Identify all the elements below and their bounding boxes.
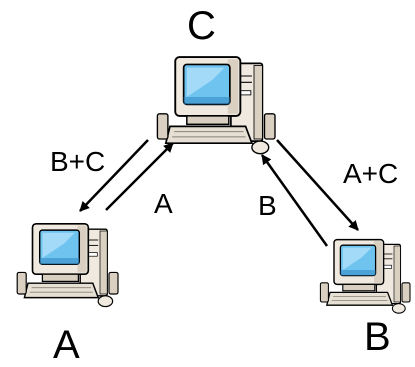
- edge-arrow-a-to-c: [105, 142, 174, 211]
- edge-label-c-to-b: A+C: [343, 158, 399, 189]
- edge-arrow-c-to-a: [79, 139, 149, 212]
- node-label-b: B: [364, 315, 391, 359]
- edge-arrow-b-to-c: [260, 154, 329, 247]
- computer-b-icon: [319, 238, 411, 314]
- node-label-a: A: [53, 323, 80, 367]
- edge-label-a-to-c: A: [154, 188, 173, 219]
- computer-c-icon: [156, 56, 276, 155]
- edge-label-b-to-c: B: [258, 190, 277, 221]
- computer-a-icon: [16, 222, 119, 308]
- edge-arrow-c-to-b: [276, 139, 359, 231]
- node-label-c: C: [187, 4, 216, 48]
- edge-label-c-to-a: B+C: [50, 146, 106, 177]
